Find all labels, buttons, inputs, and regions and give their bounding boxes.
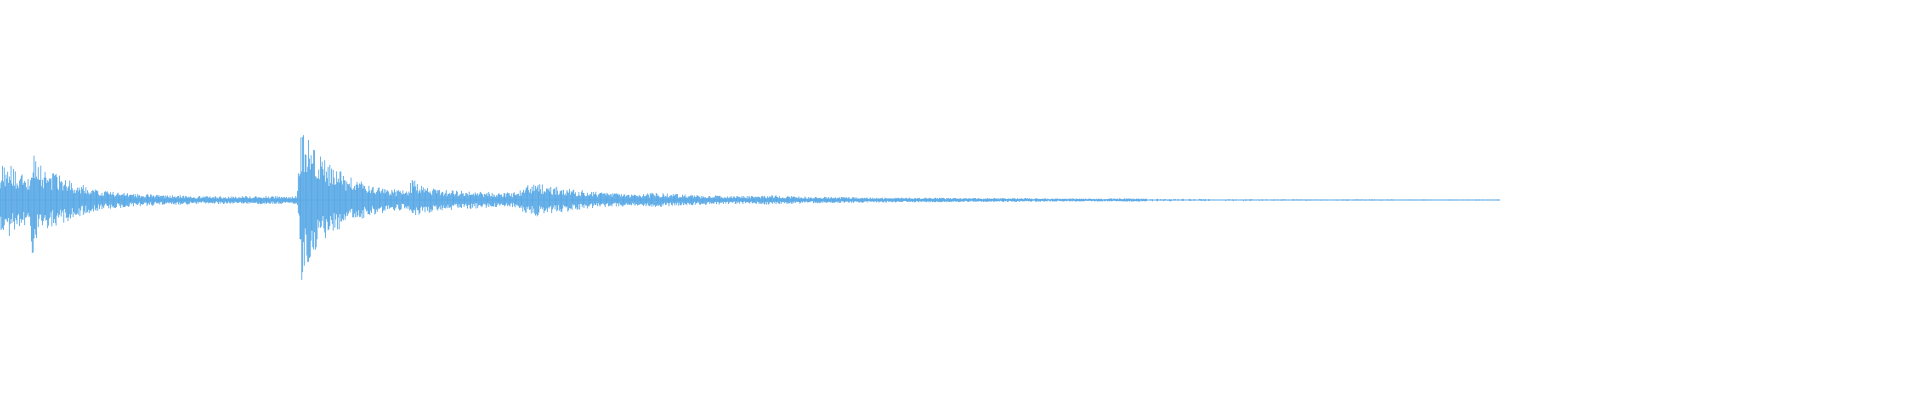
waveform-bars <box>0 135 1500 280</box>
